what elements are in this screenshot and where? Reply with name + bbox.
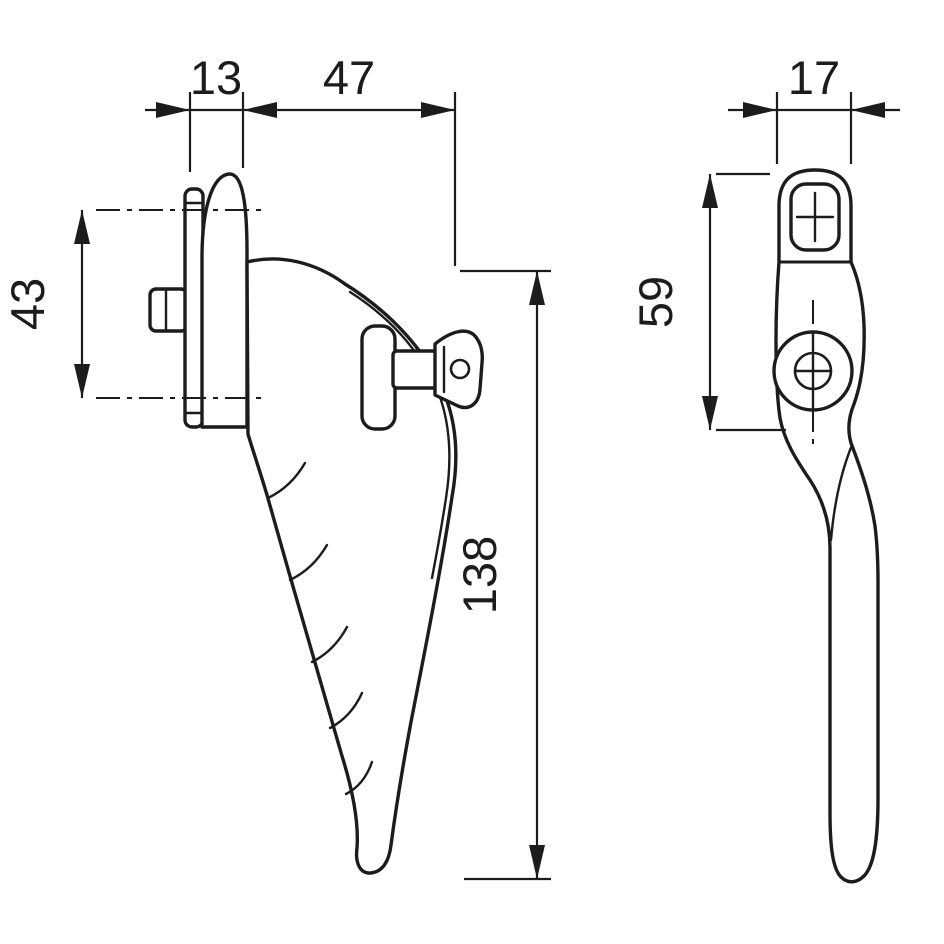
dimension-label-59: 59 [629,276,682,328]
arrow-left-icon [243,102,277,118]
dimension-projection: 47 [243,51,457,266]
grip-inner-contour [348,290,451,580]
dimension-overall-length: 138 [453,269,551,881]
arrow-up-icon [74,210,90,244]
arrow-up-icon [702,174,718,208]
arrow-right-icon [421,102,455,118]
dimension-label-43: 43 [1,278,54,330]
arrow-left-icon [851,102,885,118]
arrow-up-icon [529,271,545,305]
key-shaft [391,349,439,390]
arrow-right-icon [156,102,190,118]
grip-serration-4 [328,691,364,730]
handle-body-front [774,168,880,884]
grip-serration-5 [344,760,374,796]
dimension-plate-offset: 13 [145,51,245,172]
dimension-label-138: 138 [453,536,506,614]
dimension-fixing-centres: 43 [1,210,90,398]
dimension-handle-width: 17 [728,51,900,164]
arrow-down-icon [702,396,718,430]
lock-escutcheon [360,324,397,431]
dimension-label-47: 47 [323,51,375,104]
dimension-neck-height: 59 [629,172,786,432]
spindle-stub [148,287,189,333]
grip-serration-1 [266,461,307,500]
arrow-down-icon [74,364,90,398]
arrow-right-icon [743,102,777,118]
handle-side-view [96,172,484,875]
arrow-down-icon [529,845,545,879]
grip-serration-2 [288,543,329,582]
dimension-label-17: 17 [788,51,840,104]
dimension-label-13: 13 [190,51,242,104]
key-hole [449,358,471,380]
grip-fold-line [829,443,854,542]
cover-cap [200,172,249,429]
grip-serration-3 [310,625,349,664]
handle-front-view [772,168,880,884]
